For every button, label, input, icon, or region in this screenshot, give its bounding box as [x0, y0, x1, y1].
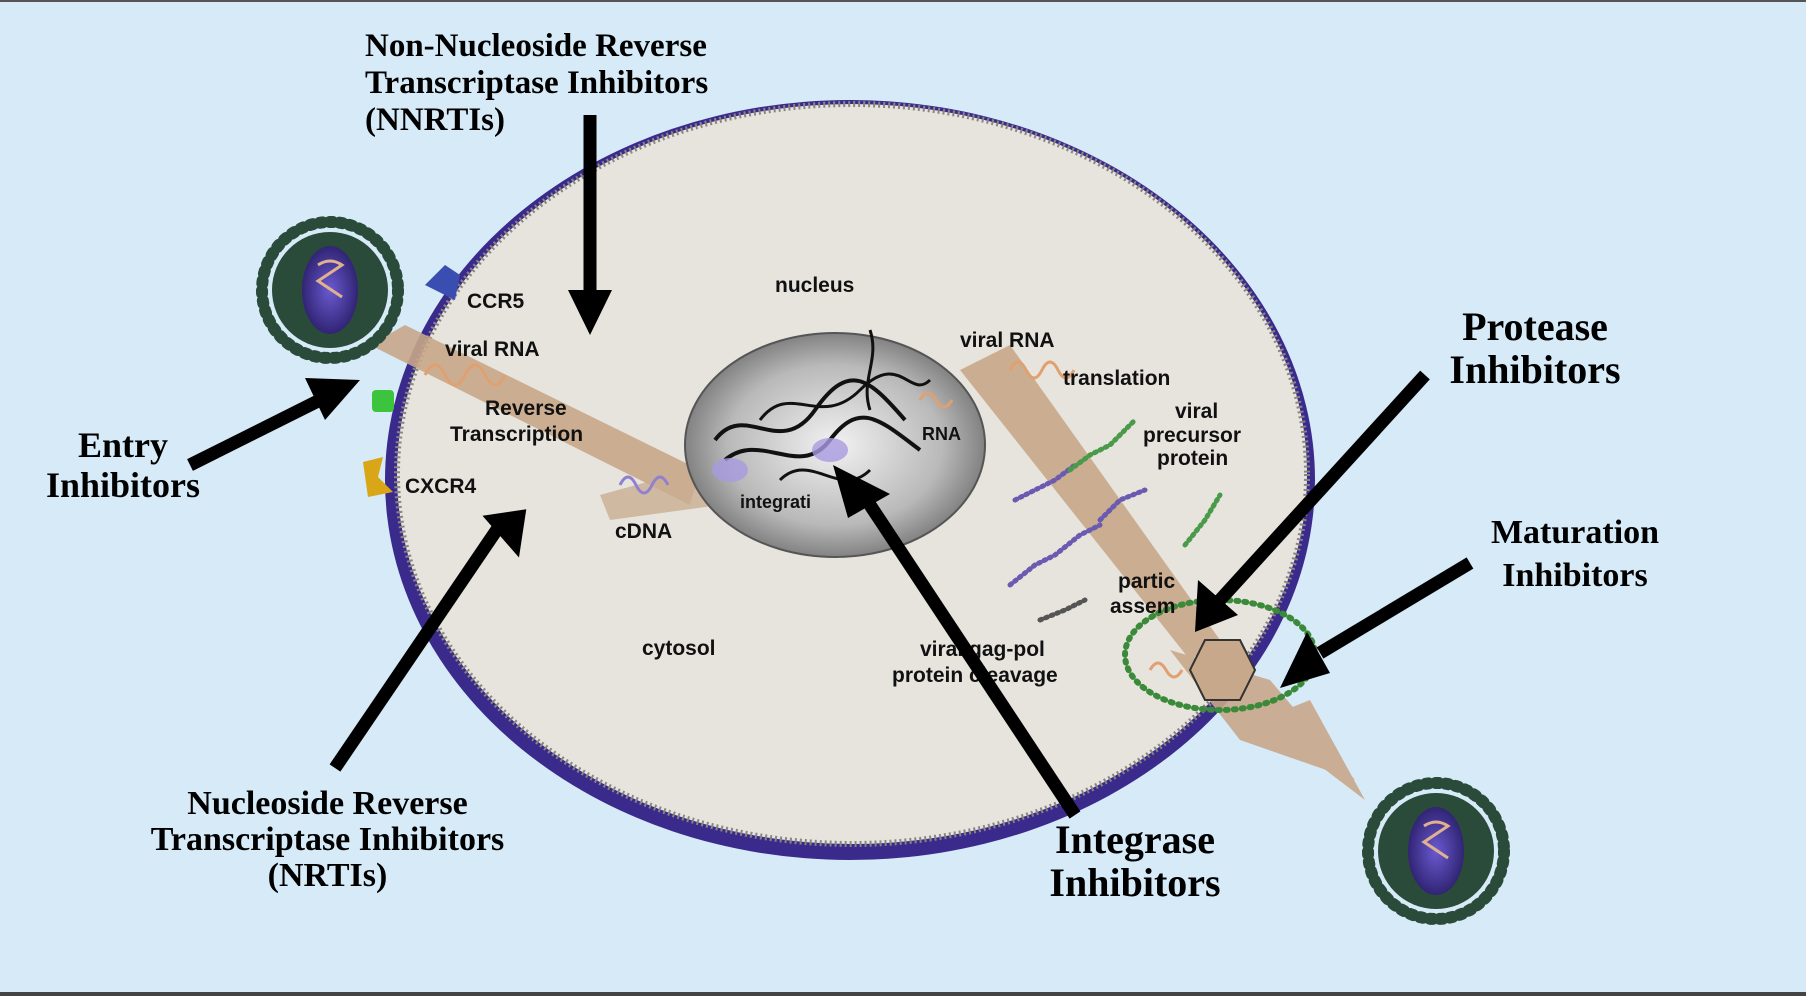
cytosol-label: cytosol	[642, 637, 716, 660]
cdna-label: cDNA	[615, 520, 672, 543]
precursor-label: precursor	[1143, 424, 1241, 447]
nrti-label-line3: (NRTIs)	[110, 858, 545, 894]
reverse-label: Reverse	[485, 397, 567, 420]
protein-label: protein	[1157, 447, 1228, 470]
nucleus-label: nucleus	[775, 274, 854, 297]
cd4-receptor	[372, 390, 394, 412]
entry-label-line2: Inhibitors	[25, 465, 221, 505]
nrti-label: Nucleoside Reverse Transcriptase Inhibit…	[110, 786, 545, 894]
integrated-dna	[812, 438, 848, 462]
viral-rna-nucleus-exit-label: viral RNA	[960, 329, 1055, 352]
rna-label: RNA	[922, 424, 961, 444]
mature-virus	[1368, 783, 1504, 919]
assembly-label: assem	[1110, 595, 1175, 618]
maturation-arrowhead	[1280, 632, 1330, 688]
nrti-label-line1: Nucleoside Reverse	[110, 786, 545, 822]
maturation-label-line2: Inhibitors	[1475, 555, 1675, 598]
ccr5-label: CCR5	[467, 290, 524, 313]
bottom-border	[0, 992, 1806, 996]
ccr5-receptor	[425, 265, 460, 300]
maturation-label-line1: Maturation	[1475, 512, 1675, 555]
entry-inhibitors-label: Entry Inhibitors	[25, 425, 221, 506]
cdna-entering	[712, 458, 748, 482]
entering-virus	[262, 222, 398, 358]
viral-rna-label: viral RNA	[445, 338, 540, 361]
integrase-label-line2: Inhibitors	[1035, 861, 1235, 904]
integrase-inhibitors-label: Integrase Inhibitors	[1035, 818, 1235, 904]
maturation-arrow	[1320, 563, 1470, 653]
translation-label: translation	[1063, 367, 1170, 390]
integration-label: integrati	[740, 492, 811, 512]
integrase-label-line1: Integrase	[1035, 818, 1235, 861]
protease-inhibitors-label: Protease Inhibitors	[1435, 305, 1635, 391]
protease-label-line2: Inhibitors	[1435, 348, 1635, 391]
entry-label-line1: Entry	[25, 425, 221, 465]
particle-label: partic	[1118, 570, 1176, 593]
nnrti-label-line3: (NNRTIs)	[365, 102, 708, 139]
nnrti-label-line2: Transcriptase Inhibitors	[365, 65, 708, 102]
cxcr4-label: CXCR4	[405, 475, 477, 498]
transcription-label: Transcription	[450, 423, 583, 446]
nrti-label-line2: Transcriptase Inhibitors	[110, 822, 545, 858]
nnrti-label: Non-Nucleoside Reverse Transcriptase Inh…	[365, 28, 708, 139]
immature-capsid	[1190, 640, 1255, 700]
viral-label: viral	[1175, 400, 1218, 423]
maturation-inhibitors-label: Maturation Inhibitors	[1475, 512, 1675, 597]
protease-label-line1: Protease	[1435, 305, 1635, 348]
gag-pol-label: viral gag-pol	[920, 638, 1045, 661]
nnrti-label-line1: Non-Nucleoside Reverse	[365, 28, 708, 65]
